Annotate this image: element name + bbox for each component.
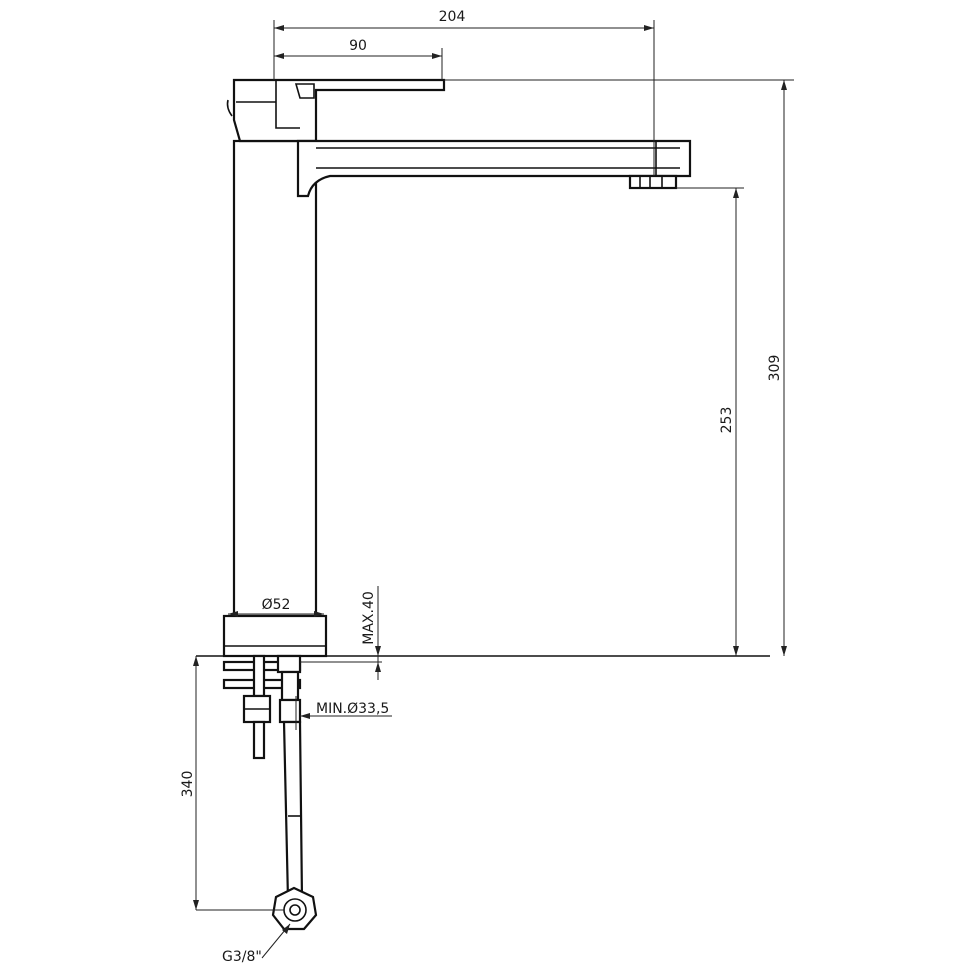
dim-total-height: 309 [767, 355, 783, 382]
lever-handle [232, 78, 446, 143]
faucet-outline [222, 78, 692, 658]
dim-spout-height: 253 [719, 407, 735, 434]
dim-max-deck-thickness: MAX.40 [361, 591, 377, 645]
dim-hose-length: 340 [180, 771, 196, 798]
dimension-labels: 204 90 309 253 Ø52 MAX.40 MIN.Ø33,5 340 … [180, 9, 783, 965]
dimension-lines [193, 20, 794, 959]
faucet-base [222, 614, 328, 658]
under-deck-fixing [196, 654, 770, 931]
aerator [628, 174, 678, 190]
dim-min-hole-diameter: MIN.Ø33,5 [316, 701, 389, 717]
faucet-column [232, 139, 318, 618]
dim-base-diameter: Ø52 [262, 597, 291, 613]
hose-hex-nut [271, 886, 318, 931]
dim-handle-reach: 90 [349, 38, 367, 54]
dim-connection-thread: G3/8" [222, 949, 262, 965]
dim-overall-reach: 204 [439, 9, 466, 25]
flexible-hose [282, 720, 304, 902]
